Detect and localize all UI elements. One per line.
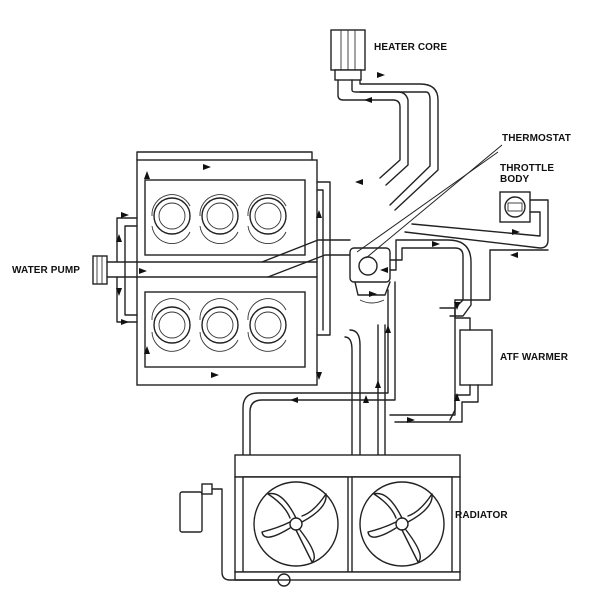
lower-cylinder-bank (151, 298, 287, 352)
heater-hoses (337, 79, 439, 211)
label-thermostat: THERMOSTAT (502, 133, 571, 144)
radiator-icon (234, 454, 461, 581)
crossover-pipes (261, 181, 351, 336)
label-throttle-body-line2: BODY (500, 174, 530, 185)
label-atf-warmer: ATF WARMER (500, 352, 569, 363)
reserve-tank-icon (179, 483, 291, 587)
flow-arrow-icon (116, 72, 520, 423)
upper-cylinder-bank (151, 194, 287, 245)
thermostat-leader-line (365, 144, 503, 259)
label-radiator: RADIATOR (455, 510, 508, 521)
water-pump-icon (92, 217, 138, 323)
radiator-fan-icon (253, 481, 445, 567)
engine-block (124, 151, 318, 386)
lower-hoses (242, 281, 456, 456)
thermostat-icon (349, 239, 472, 317)
label-water-pump: WATER PUMP (12, 265, 81, 276)
label-throttle-body-line1: THROTTLE (500, 163, 555, 174)
atf-warmer-icon (389, 307, 493, 423)
heater-core-icon (330, 29, 366, 81)
thermostat-leader-line-2 (356, 151, 499, 253)
throttle-body-icon (404, 191, 549, 301)
label-heater-core: HEATER CORE (374, 42, 448, 53)
